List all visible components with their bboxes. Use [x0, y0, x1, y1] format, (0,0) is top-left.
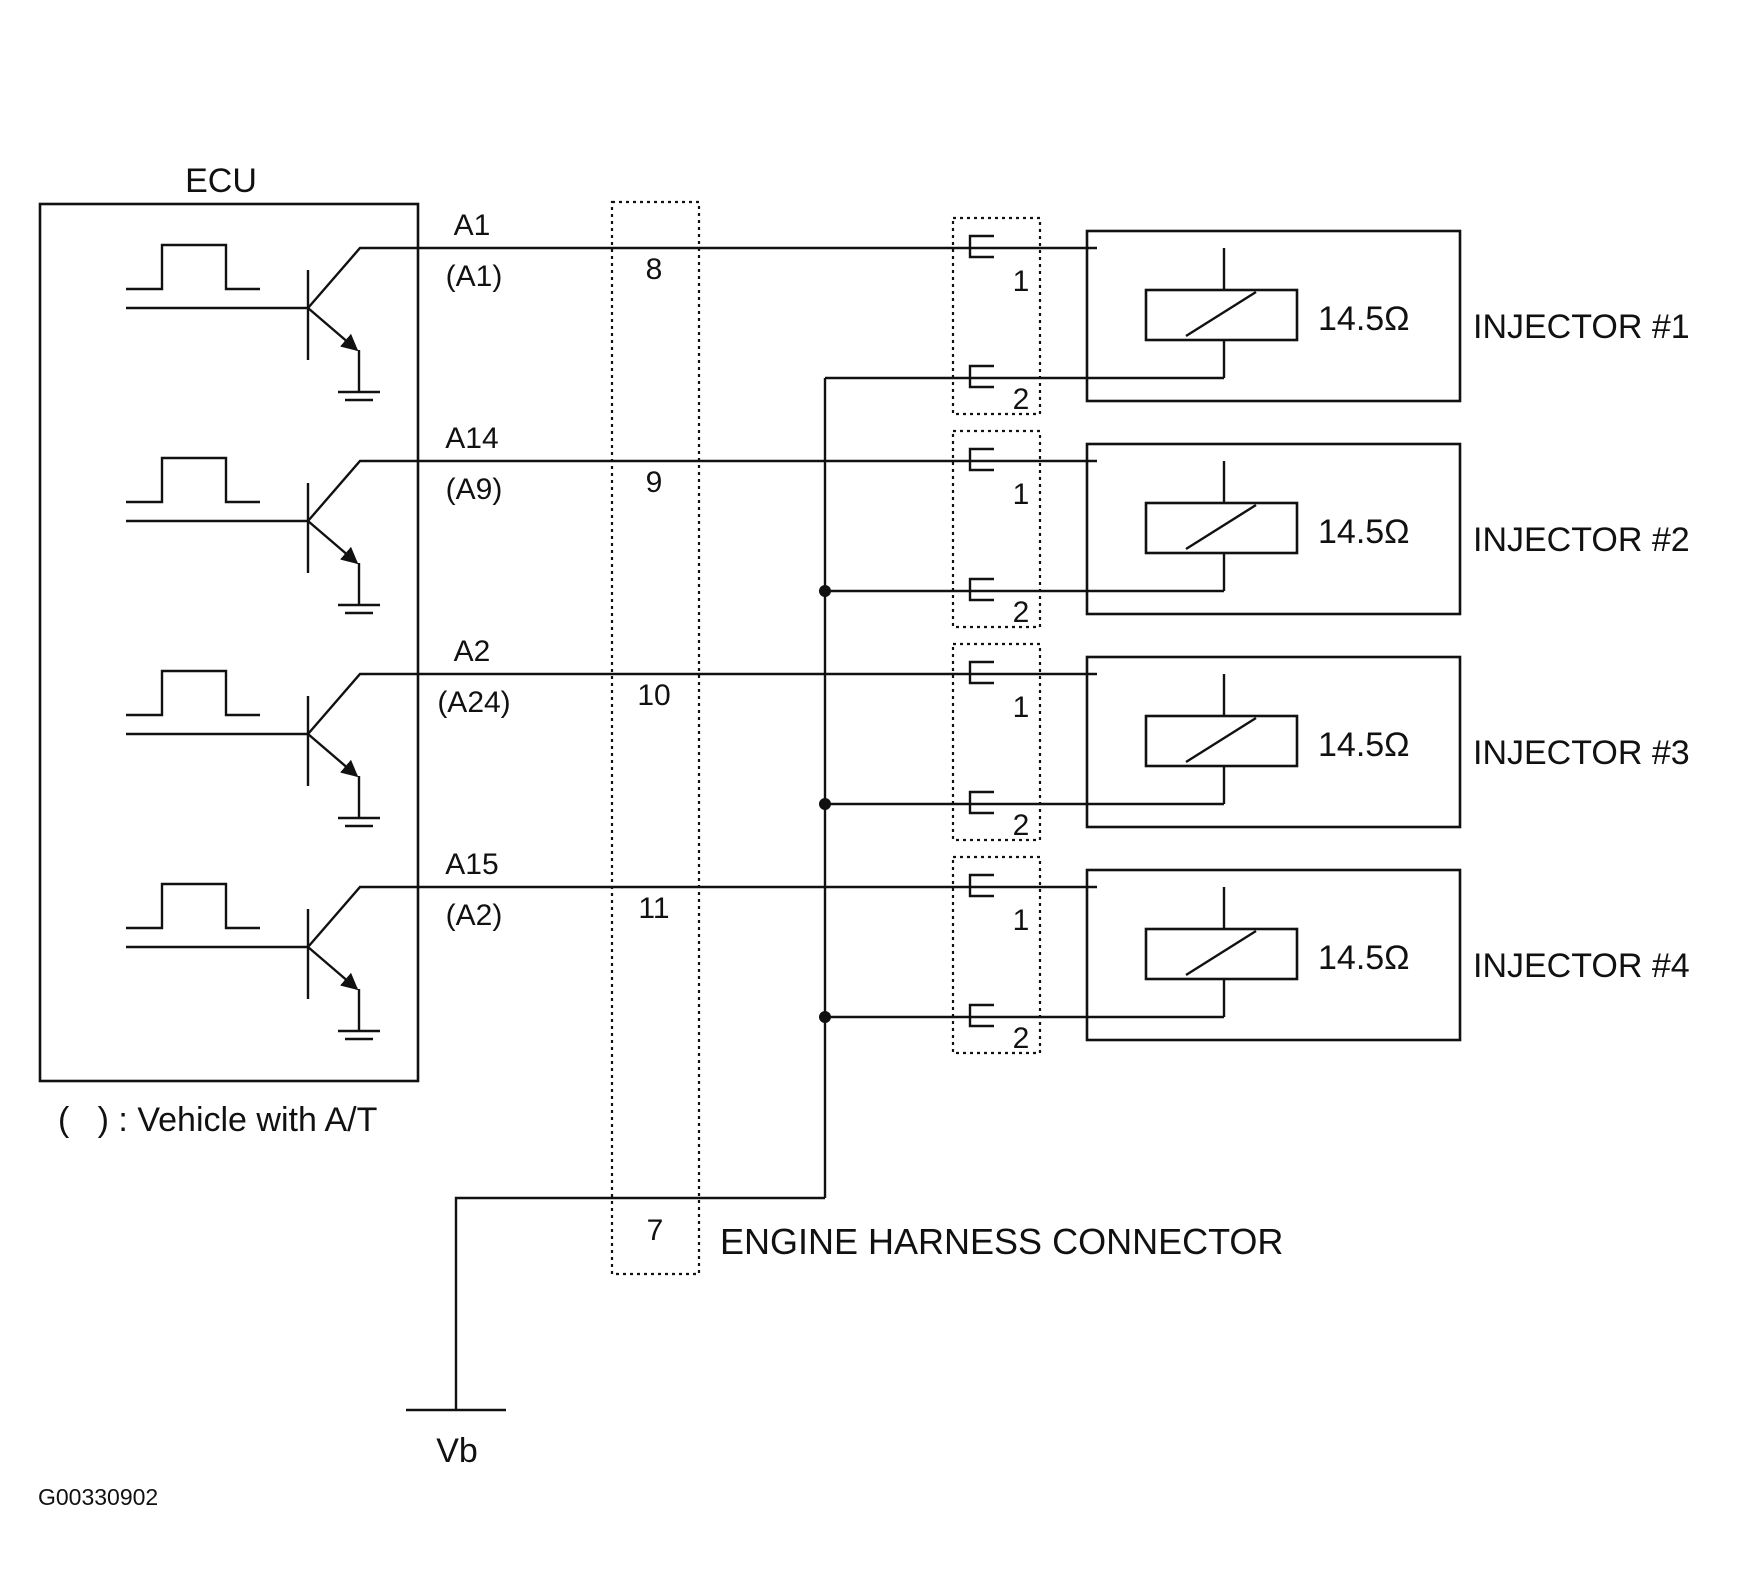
ecu-pin: A14	[445, 422, 498, 455]
injector-box	[1085, 868, 1462, 1042]
injector-box	[1085, 229, 1462, 403]
injector-connector	[951, 429, 1042, 629]
terminal-1-icon	[968, 873, 994, 898]
ecu-pin-at: (A2)	[446, 899, 503, 932]
injector-name: INJECTOR #2	[1473, 521, 1690, 559]
pulse-signal-icon	[126, 456, 260, 504]
channel-2: A14 (A9) 9	[126, 422, 1097, 615]
injector-connector	[951, 855, 1042, 1055]
solenoid-core-icon	[1185, 290, 1257, 338]
solenoid-coil-icon	[1144, 501, 1299, 555]
solenoid-core-icon	[1185, 503, 1257, 551]
harness-pin: 10	[637, 679, 670, 712]
terminal-1-icon	[968, 234, 994, 259]
transistor-collector	[307, 885, 408, 948]
pulse-signal-icon	[126, 882, 260, 930]
pulse-signal-icon	[126, 243, 260, 291]
harness-label: ENGINE HARNESS CONNECTOR	[720, 1221, 1283, 1262]
injector-name: INJECTOR #1	[1473, 308, 1690, 346]
ground-icon	[338, 816, 380, 828]
transistor-collector	[307, 672, 408, 735]
injector-resistance: 14.5Ω	[1318, 939, 1410, 977]
injector-2: 1 2 14.5Ω INJECTOR #2	[819, 429, 1690, 629]
channel-4: A15 (A2) 11	[126, 848, 1097, 1041]
injector-name: INJECTOR #3	[1473, 734, 1690, 772]
injector-resistance: 14.5Ω	[1318, 726, 1410, 764]
connector-pin-2: 2	[1013, 809, 1030, 842]
injector-1: 1 2 14.5Ω INJECTOR #1	[825, 216, 1690, 416]
channel-1: A1 (A1) 8	[126, 209, 1097, 402]
connector-pin-2: 2	[1013, 383, 1030, 416]
connector-pin-1: 1	[1013, 691, 1030, 724]
harness-pin: 9	[646, 466, 663, 499]
junction-dot	[819, 585, 831, 597]
ecu-pin-at: (A1)	[446, 260, 503, 293]
injector-3: 1 2 14.5Ω INJECTOR #3	[819, 642, 1690, 842]
terminal-1-icon	[968, 660, 994, 685]
junction-dot	[819, 798, 831, 810]
harness-pin-7: 7	[647, 1214, 664, 1247]
transistor-emitter	[307, 307, 359, 352]
injector-name: INJECTOR #4	[1473, 947, 1690, 985]
solenoid-coil-icon	[1144, 714, 1299, 768]
transistor-collector	[307, 246, 408, 309]
transistor-emitter	[307, 520, 359, 565]
terminal-2-icon	[968, 1003, 994, 1028]
terminal-1-icon	[968, 447, 994, 472]
ecu-pin-at: (A9)	[446, 473, 503, 506]
injector-box	[1085, 442, 1462, 616]
harness-pin: 11	[638, 892, 669, 925]
ground-icon	[338, 603, 380, 615]
supply-wire	[454, 1196, 825, 1410]
connector-pin-1: 1	[1013, 478, 1030, 511]
solenoid-coil-icon	[1144, 288, 1299, 342]
engine-harness-connector	[610, 200, 701, 1276]
ecu-box	[38, 202, 420, 1083]
injector-resistance: 14.5Ω	[1318, 300, 1410, 338]
connector-pin-1: 1	[1013, 265, 1030, 298]
ground-icon	[338, 1029, 380, 1041]
ecu-pin: A15	[445, 848, 498, 881]
ecu-label: ECU	[185, 162, 257, 200]
connector-pin-1: 1	[1013, 904, 1030, 937]
junction-dot	[819, 1011, 831, 1023]
harness-pin: 8	[646, 253, 663, 286]
ground-icon	[338, 390, 380, 402]
solenoid-core-icon	[1185, 929, 1257, 977]
figure-id: G00330902	[38, 1484, 158, 1510]
solenoid-coil-icon	[1144, 927, 1299, 981]
ecu-pin: A2	[454, 635, 491, 668]
injector-box	[1085, 655, 1462, 829]
connector-pin-2: 2	[1013, 596, 1030, 629]
terminal-2-icon	[968, 364, 994, 389]
transistor-emitter	[307, 733, 359, 778]
ecu-pin-at: (A24)	[437, 686, 510, 719]
injector-connector	[951, 642, 1042, 842]
ecu-pin: A1	[454, 209, 491, 242]
transistor-collector	[307, 459, 408, 522]
transistor-emitter	[307, 946, 359, 991]
solenoid-core-icon	[1185, 716, 1257, 764]
injector-4: 1 2 14.5Ω INJECTOR #4	[819, 855, 1690, 1055]
injector-resistance: 14.5Ω	[1318, 513, 1410, 551]
legend-note: ( ) : Vehicle with A/T	[58, 1101, 377, 1139]
channel-3: A2 (A24) 10	[126, 635, 1097, 828]
pulse-signal-icon	[126, 669, 260, 717]
connector-pin-2: 2	[1013, 1022, 1030, 1055]
terminal-2-icon	[968, 790, 994, 815]
terminal-2-icon	[968, 577, 994, 602]
vb-label: Vb	[436, 1432, 478, 1470]
injector-connector	[951, 216, 1042, 416]
